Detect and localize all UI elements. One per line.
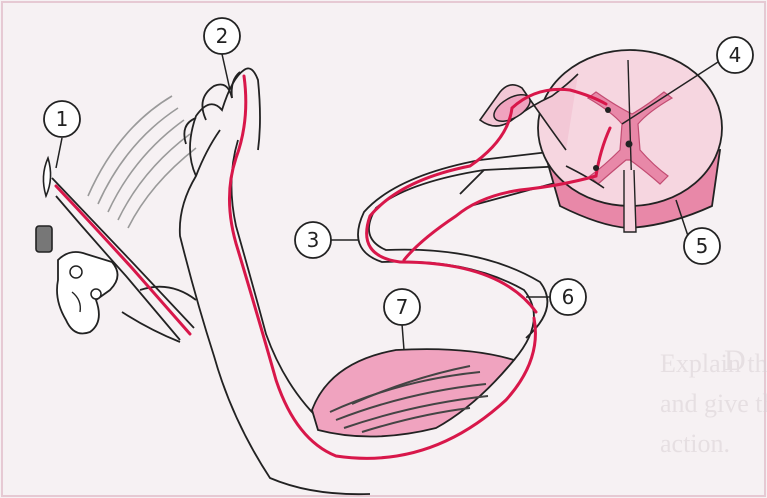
callout-5: 5 <box>684 228 720 264</box>
callout-label-3: 3 <box>307 228 320 252</box>
bg-text-line3: and give the importance of the reflex <box>660 389 767 418</box>
bg-text-line4: action. <box>660 429 730 458</box>
callout-label-1: 1 <box>56 107 69 131</box>
callout-1: 1 <box>44 101 80 137</box>
callout-label-4: 4 <box>729 43 742 67</box>
synapse-dot <box>605 107 611 113</box>
candle-body <box>36 226 52 252</box>
callout-label-7: 7 <box>396 295 409 319</box>
bg-text-line2: Explain the pathway of the impulse <box>660 349 767 378</box>
callout-2: 2 <box>204 18 240 54</box>
callout-7: 7 <box>384 289 420 325</box>
callout-label-5: 5 <box>696 234 709 258</box>
callout-6: 6 <box>550 279 586 315</box>
central-canal <box>626 141 633 148</box>
motor-cell-body <box>593 165 599 171</box>
callout-4: 4 <box>717 37 753 73</box>
callout-3: 3 <box>295 222 331 258</box>
callout-label-6: 6 <box>562 285 575 309</box>
callout-label-2: 2 <box>216 24 229 48</box>
